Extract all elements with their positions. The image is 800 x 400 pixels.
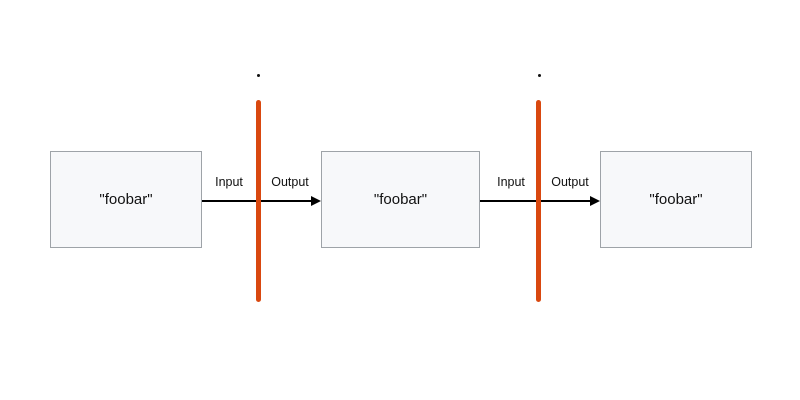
arrow-head-icon-1 (311, 196, 321, 206)
stage-box-2: "foobar" (321, 151, 480, 248)
stage-box-3-label: "foobar" (649, 191, 703, 208)
barrier-line-2 (536, 100, 541, 302)
barrier-line-1 (256, 100, 261, 302)
output-label-2: Output (551, 175, 589, 189)
output-label-1: Output (271, 175, 309, 189)
barrier-dot-icon-2 (538, 74, 541, 77)
arrow-head-icon-2 (590, 196, 600, 206)
stage-box-2-label: "foobar" (373, 191, 428, 208)
stage-box-1: "foobar" (50, 151, 202, 248)
stage-box-1-label: "foobar" (99, 191, 153, 208)
input-label-2: Input (497, 175, 525, 189)
stage-box-3: "foobar" (600, 151, 752, 248)
barrier-dot-icon-1 (257, 74, 260, 77)
input-label-1: Input (215, 175, 243, 189)
